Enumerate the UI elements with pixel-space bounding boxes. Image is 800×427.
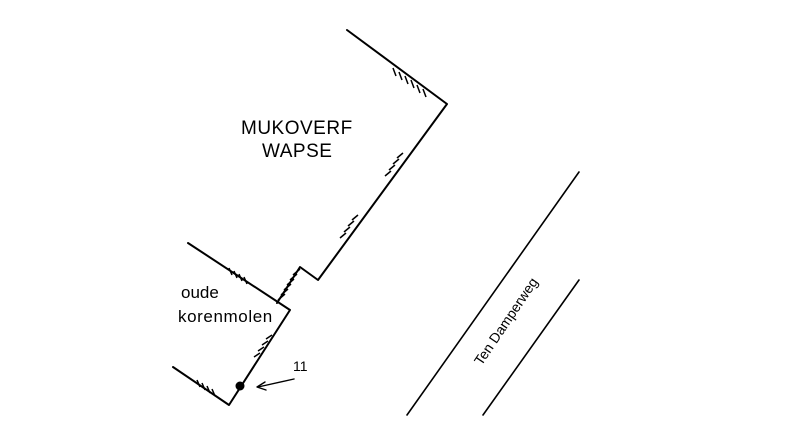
point-11-marker bbox=[235, 381, 245, 391]
mill-label-line1: oude bbox=[181, 283, 219, 302]
arrow-shaft bbox=[257, 378, 295, 388]
building-label-line2: WAPSE bbox=[262, 141, 332, 162]
hatch-marks bbox=[196, 67, 427, 397]
building-label-line1: MUKOVERF bbox=[241, 118, 353, 139]
arrow-head-icon bbox=[256, 381, 267, 391]
road-edge-left bbox=[406, 171, 580, 416]
point-label: 11 bbox=[293, 358, 308, 374]
road-edge-right bbox=[482, 279, 580, 416]
korenmolen-outline bbox=[172, 242, 291, 406]
mill-label-line2: korenmolen bbox=[178, 307, 273, 326]
road-label: Ten Damperweg bbox=[471, 274, 541, 367]
mukoverf-building-outline bbox=[276, 29, 448, 304]
